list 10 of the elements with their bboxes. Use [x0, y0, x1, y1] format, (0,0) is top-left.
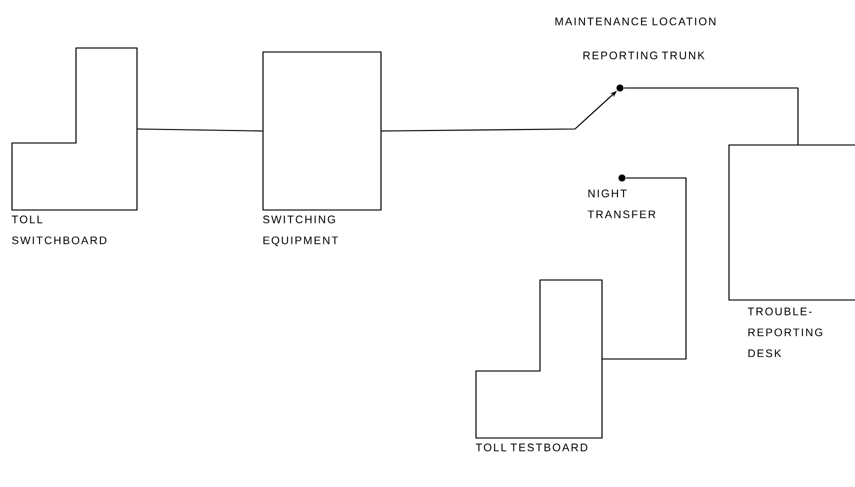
node-label: TOLL TESTBOARD: [476, 444, 588, 452]
node-label: REPORTING TRUNK: [583, 52, 705, 60]
node-label: TROUBLE-REPORTING DESK: [748, 308, 822, 358]
connector-line: [138, 128, 262, 132]
node-label: NIGHT TRANSFER: [588, 190, 656, 218]
connector-line: [624, 87, 799, 144]
node-label: SWITCHING EQUIPMENT: [263, 216, 338, 246]
connector-line: [602, 177, 687, 360]
heading-label: MAINTENANCE LOCATION: [555, 18, 716, 26]
node-label: TOLL SWITCHBOARD: [12, 216, 106, 244]
